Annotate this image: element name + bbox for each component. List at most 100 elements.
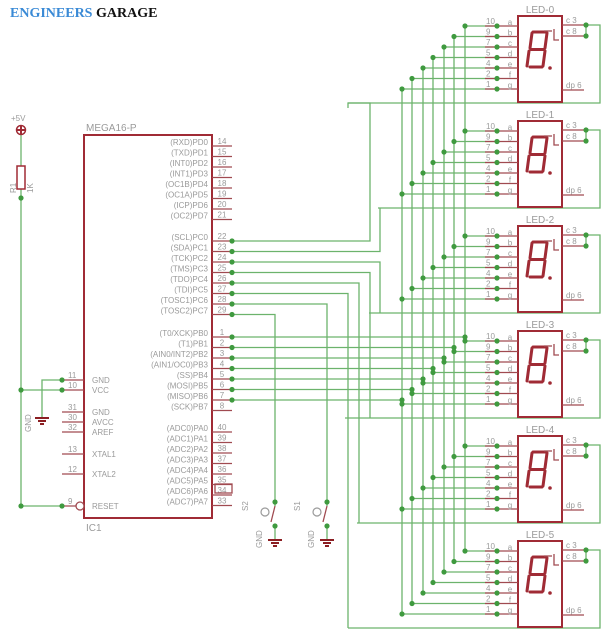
display-pin-seg: c bbox=[508, 39, 512, 48]
display-pin-seg: b bbox=[508, 554, 513, 563]
port-c-wire bbox=[232, 261, 381, 313]
bus-junction-dot bbox=[451, 243, 457, 250]
display-pin-label: c 8 bbox=[566, 132, 577, 141]
junction-dot bbox=[59, 503, 65, 509]
display-pin-dot bbox=[494, 86, 500, 92]
display-pin-number: 9 bbox=[486, 448, 491, 457]
display-pin-dot bbox=[494, 579, 500, 586]
ic-pin-label: (TMS)PC3 bbox=[170, 265, 208, 274]
display-pin-number: 10 bbox=[486, 122, 495, 131]
common-dot bbox=[583, 243, 589, 249]
display-pin-seg: e bbox=[508, 60, 513, 69]
junction-dot bbox=[59, 377, 65, 383]
display-pin-dot bbox=[494, 33, 500, 40]
digit-segment bbox=[525, 154, 531, 173]
common-return-wire bbox=[369, 234, 601, 314]
display-name: LED-4 bbox=[526, 425, 555, 436]
display-pin-number: 10 bbox=[486, 227, 495, 236]
display-pin-dot bbox=[494, 485, 500, 491]
common-return-wire bbox=[348, 24, 601, 104]
bus-junction-dot bbox=[399, 86, 405, 92]
display-pin-number: 7 bbox=[486, 38, 491, 47]
display-pin-dot bbox=[494, 128, 500, 134]
decimal-point bbox=[548, 381, 552, 385]
display-pin-dot bbox=[494, 170, 500, 176]
display-pin-dot bbox=[494, 159, 500, 166]
display-pin-number: 2 bbox=[486, 280, 491, 289]
display-pin-number: 9 bbox=[486, 28, 491, 37]
common-marker-bracket bbox=[553, 449, 559, 461]
ic-pin-label: XTAL2 bbox=[92, 470, 116, 479]
display-pin-seg: a bbox=[508, 438, 513, 447]
bus-junction-dot bbox=[451, 453, 457, 460]
display-pin-dot bbox=[494, 474, 500, 481]
bus-junction-dot bbox=[420, 170, 426, 176]
digit-segment bbox=[543, 451, 549, 470]
display-pin-seg: g bbox=[508, 606, 512, 615]
display-pin-dot bbox=[494, 138, 500, 145]
display-pin-number: 4 bbox=[486, 164, 491, 173]
ic-pin-number: 4 bbox=[220, 360, 225, 369]
display-pin-dot bbox=[494, 548, 500, 554]
bus-junction-dot bbox=[399, 397, 405, 403]
ic-pin-number: 28 bbox=[218, 295, 227, 304]
display-pin-seg: f bbox=[509, 386, 512, 395]
digit-segment bbox=[525, 469, 531, 488]
seven-seg-display bbox=[517, 540, 563, 628]
display-pin-dot bbox=[494, 611, 500, 617]
display-pin-dot bbox=[494, 590, 500, 596]
ic-pin-label: (TXD)PD1 bbox=[171, 149, 208, 158]
bus-junction-dot bbox=[441, 359, 447, 365]
display-pin-dot bbox=[494, 75, 500, 82]
display-pin-number: 2 bbox=[486, 175, 491, 184]
reset-inverter-circle bbox=[75, 501, 85, 511]
ic-pin-dot bbox=[229, 397, 235, 403]
seven-seg-display bbox=[517, 15, 563, 103]
display-pin-label: c 3 bbox=[566, 541, 577, 550]
display-pin-number: 1 bbox=[486, 605, 491, 614]
ic-pin-number: 33 bbox=[218, 497, 227, 506]
bus-junction-dot bbox=[399, 296, 405, 302]
digit-segment bbox=[541, 154, 547, 173]
display-pin-label: c 3 bbox=[566, 121, 577, 130]
display-pin-dot bbox=[494, 390, 500, 397]
ic-pin-label: (ADC0)PA0 bbox=[167, 424, 209, 433]
port-c-wire bbox=[232, 208, 381, 253]
display-pin-seg: b bbox=[508, 239, 513, 248]
bus-junction-dot bbox=[451, 558, 457, 565]
bus-junction-dot bbox=[409, 285, 415, 292]
ic-pin-label: (INT0)PD2 bbox=[170, 159, 209, 168]
junction-dot bbox=[18, 503, 24, 509]
ic-pin-number: 38 bbox=[218, 444, 227, 453]
ic-pin-number: 20 bbox=[218, 200, 227, 209]
display-pin-number: 2 bbox=[486, 70, 491, 79]
display-pin-dot bbox=[494, 243, 500, 250]
ic-pin-number: 6 bbox=[220, 381, 225, 390]
display-pin-seg: b bbox=[508, 134, 513, 143]
ic-pin-number: 19 bbox=[218, 190, 227, 199]
ic-pin-dot bbox=[229, 376, 235, 382]
display-pin-label: c 8 bbox=[566, 342, 577, 351]
bus-junction-dot bbox=[430, 365, 436, 372]
bus-junction-dot bbox=[399, 611, 405, 617]
bus-junction-dot bbox=[409, 600, 415, 607]
ic-pin-number: 14 bbox=[218, 137, 227, 146]
display-pin-dot bbox=[494, 338, 500, 344]
common-marker-bracket bbox=[553, 29, 559, 41]
bus-junction-dot bbox=[420, 485, 426, 491]
ic-pin-label: (SS)PB4 bbox=[177, 371, 209, 380]
display-pin-number: 7 bbox=[486, 248, 491, 257]
digit-segment bbox=[528, 346, 534, 365]
common-dot bbox=[583, 453, 589, 459]
bus-junction-dot bbox=[430, 474, 436, 481]
decimal-point bbox=[548, 486, 552, 490]
decimal-point bbox=[548, 276, 552, 280]
ic-pin-dot bbox=[229, 269, 235, 276]
ic-pin-number: 39 bbox=[218, 434, 227, 443]
ic-pin-dot bbox=[229, 355, 235, 361]
ic-pin-label: (SDA)PC1 bbox=[171, 244, 209, 253]
ic-pin-number: 23 bbox=[218, 243, 227, 252]
bus-junction-dot bbox=[441, 254, 447, 260]
ic-pin-dot bbox=[229, 301, 235, 307]
display-pin-dot bbox=[494, 558, 500, 565]
